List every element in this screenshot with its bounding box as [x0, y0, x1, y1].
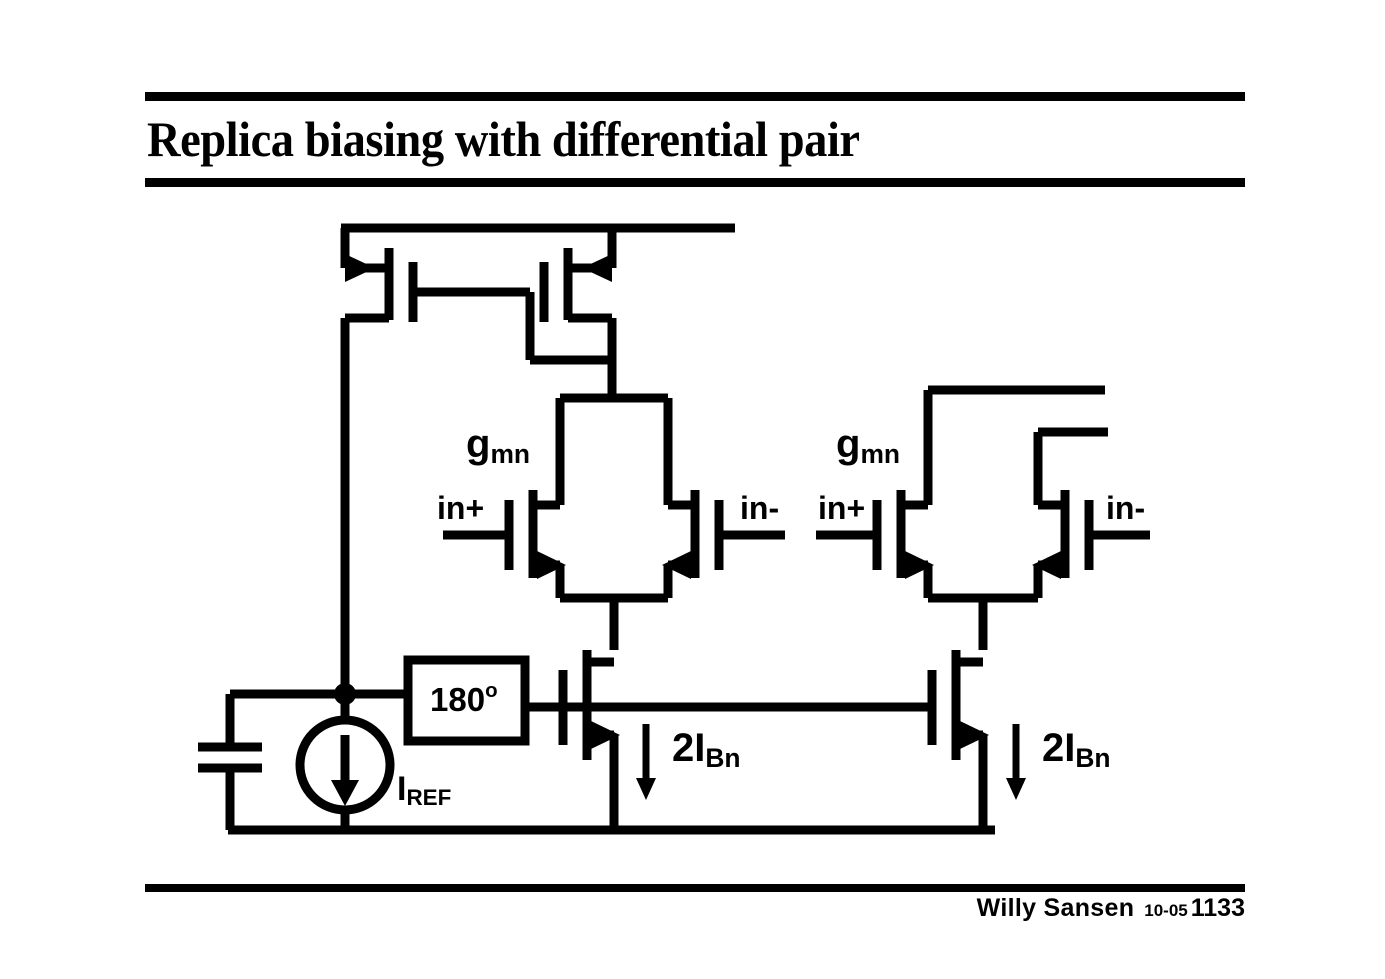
- pmos-mirror-right: [525, 228, 617, 365]
- pmos-left-source-arrow: [345, 254, 375, 282]
- current-source-iref: [295, 694, 395, 830]
- diffpair-right-inplus-source-arrow: [905, 551, 934, 579]
- tail-current-label-right: 2IBn: [1042, 726, 1111, 773]
- diffpair-left-inminus-source-arrow: [662, 551, 691, 579]
- page-title: Replica biasing with differential pair: [147, 111, 860, 167]
- tail-right-source-arrow: [960, 721, 989, 749]
- input-label-in-minus-right: in-: [1106, 490, 1146, 526]
- nmos-diffpair-right: [816, 385, 1150, 650]
- current-arrow-right-head: [1006, 778, 1026, 800]
- gm-label-right: gmn: [836, 422, 901, 469]
- phase-block-label: 180o: [430, 679, 498, 718]
- footer-date: 10-05: [1144, 901, 1188, 920]
- phase-shift-block-180: [345, 655, 530, 746]
- input-label-in-minus-left: in-: [740, 490, 780, 526]
- gm-label-left: gmn: [466, 422, 531, 469]
- nmos-tail-right: [563, 650, 988, 830]
- tail-current-label-left: 2IBn: [672, 726, 741, 773]
- diffpair-left-inplus-source-arrow: [537, 551, 566, 579]
- footer-rule: [145, 884, 1245, 892]
- title-rule-bottom: [145, 178, 1245, 187]
- footer-page-number: 1133: [1190, 894, 1245, 922]
- pmos-right-source-arrow: [582, 254, 612, 282]
- input-label-in-plus-right: in+: [818, 490, 866, 526]
- current-arrow-left-head: [636, 778, 656, 800]
- tail-left-source-arrow: [591, 721, 620, 749]
- footer-author: Willy Sansen: [976, 894, 1135, 922]
- capacitor-decoupling: [198, 689, 345, 830]
- diffpair-right-inminus-source-arrow: [1032, 551, 1061, 579]
- title-rule-top: [145, 92, 1245, 101]
- iref-arrow-head: [331, 780, 359, 806]
- nmos-diffpair-left: [443, 393, 785, 650]
- input-label-in-plus-left: in+: [437, 490, 485, 526]
- iref-label: IREF: [397, 770, 452, 810]
